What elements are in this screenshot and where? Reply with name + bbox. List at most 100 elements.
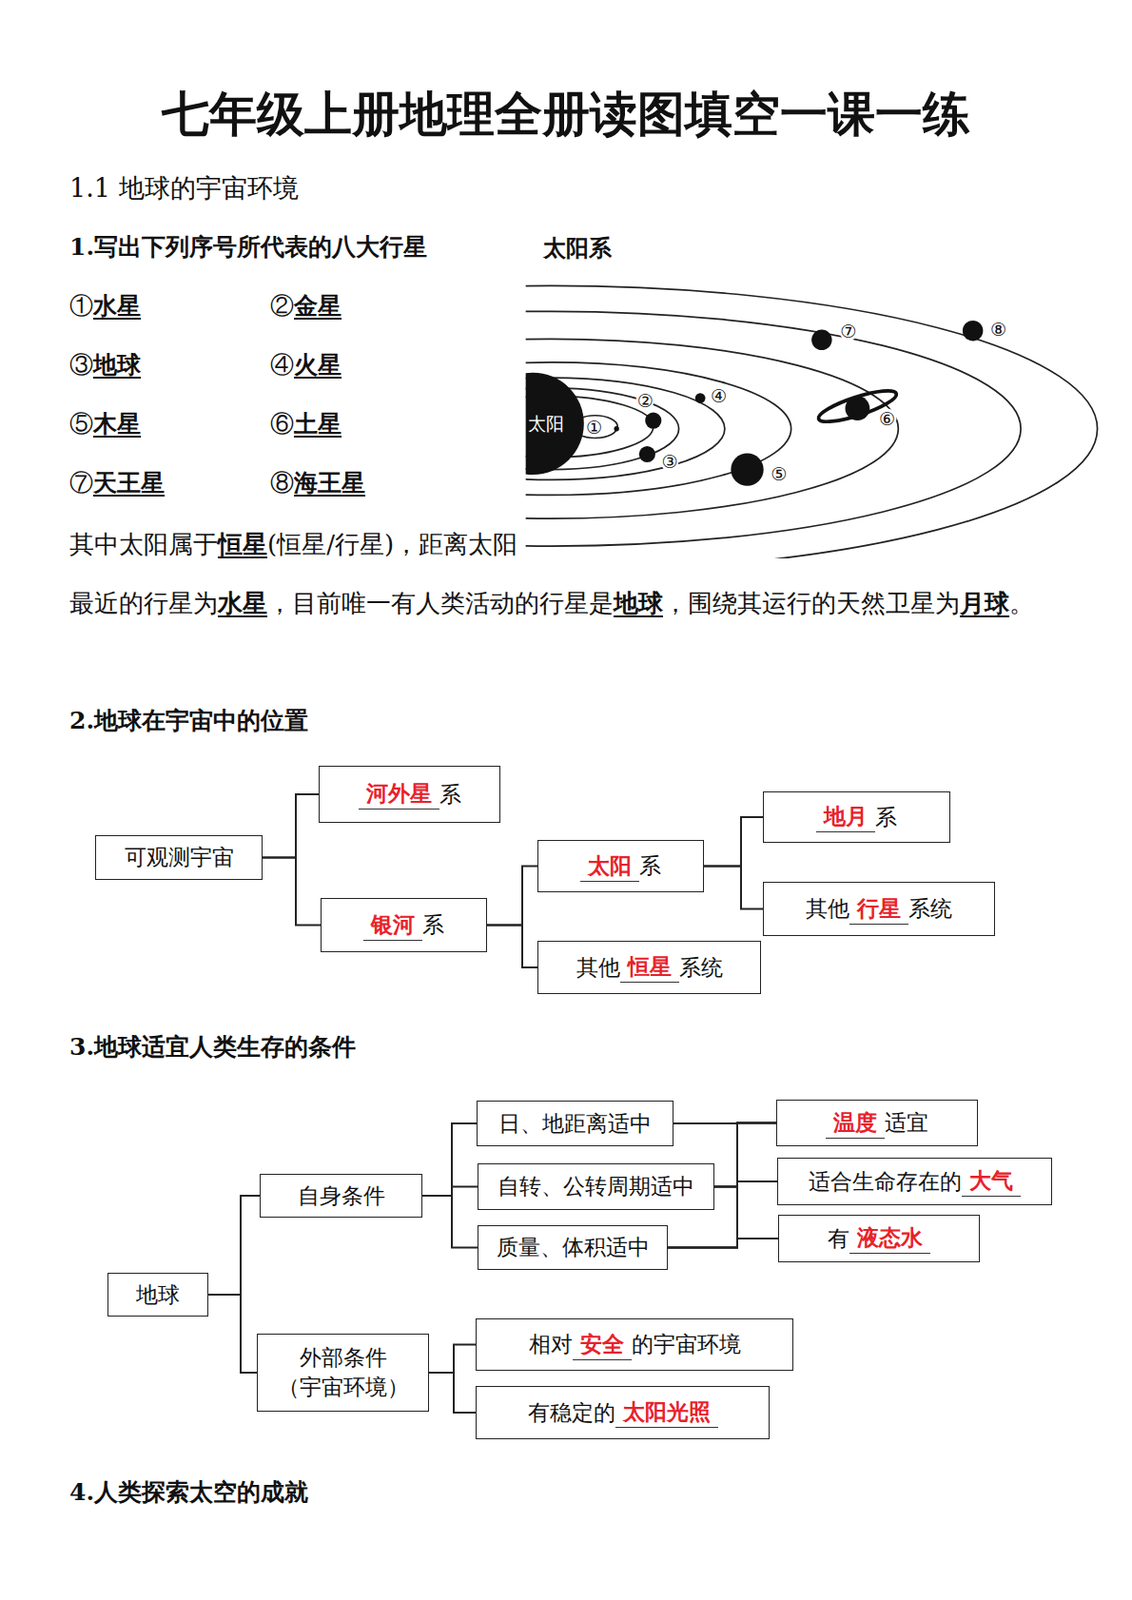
- concept-box: 适合生命存在的大气: [777, 1157, 1053, 1206]
- answer-row: ②金星: [270, 289, 342, 324]
- planet: [644, 412, 662, 430]
- callout-number: ③: [660, 451, 679, 472]
- box-text: 相对: [528, 1329, 573, 1360]
- box-text: 系: [875, 802, 898, 833]
- bracket-connector: [429, 1372, 476, 1413]
- planet: [695, 392, 706, 404]
- answer-text: 木星: [93, 409, 141, 438]
- callout-number: ⑥: [878, 408, 897, 429]
- figure-title: 太阳系: [543, 233, 612, 264]
- answer-row: ③地球: [69, 348, 141, 383]
- bracket-connector: [208, 1294, 257, 1373]
- answer-blank: 大气: [961, 1166, 1021, 1197]
- paragraph-text: ，围绕其运行的天然卫星为: [663, 588, 960, 618]
- callout-number: ⑧: [989, 318, 1008, 339]
- callout-number: ①: [69, 292, 94, 320]
- answer-blank: 银河: [363, 910, 423, 941]
- answer-row: ⑦天王星: [69, 466, 165, 501]
- orbit: [526, 362, 792, 496]
- concept-box: 河外星系: [318, 765, 501, 823]
- concept-box: 有液态水: [778, 1214, 980, 1263]
- box-text: 外部条件 （宇宙环境）: [269, 1343, 417, 1403]
- concept-box: 外部条件 （宇宙环境）: [256, 1333, 430, 1412]
- box-text: 自转、公转周期适中: [497, 1171, 695, 1202]
- paragraph-text: ，目前唯一有人类活动的行星是: [267, 588, 614, 618]
- section-heading: 3.地球适宜人类生存的条件: [69, 1030, 356, 1065]
- paragraph-text: 其中太阳属于: [69, 529, 218, 559]
- bracket-connector: [262, 794, 319, 859]
- section-heading: 2.地球在宇宙中的位置: [69, 703, 309, 739]
- planet-ring: [816, 385, 900, 429]
- callout-number: ⑤: [69, 409, 94, 438]
- answer-blank: 安全: [572, 1329, 632, 1361]
- answer-text: 地球: [93, 351, 141, 379]
- concept-box: 质量、体积适中: [477, 1225, 668, 1270]
- answer-text: 水星: [217, 588, 268, 618]
- callout-number: ⑦: [839, 320, 858, 341]
- callout-number: ⑧: [270, 468, 294, 497]
- box-text: 有稳定的: [527, 1398, 616, 1428]
- answer-text: 月球: [959, 588, 1010, 618]
- box-text: 质量、体积适中: [496, 1232, 650, 1263]
- concept-box: 地球: [107, 1272, 209, 1317]
- box-text: 可观测宇宙: [124, 842, 235, 873]
- bracket-connector: [422, 1195, 478, 1249]
- concept-box: 日、地距离适中: [476, 1100, 674, 1147]
- box-text: 其他: [805, 894, 850, 924]
- box-text: 系统: [679, 953, 723, 983]
- paragraph-text: 。: [1009, 588, 1035, 618]
- box-text: 的宇宙环境: [631, 1329, 742, 1360]
- answer-row: ④火星: [270, 348, 342, 383]
- box-text: 地球: [136, 1280, 180, 1310]
- orbit: [526, 338, 899, 519]
- planet: [639, 446, 656, 463]
- bracket-connector: [429, 1345, 476, 1374]
- float-spacer: [520, 514, 1063, 574]
- box-text: 日、地距离适中: [498, 1109, 652, 1139]
- sun: [526, 372, 585, 475]
- concept-box: 银河系: [320, 897, 488, 953]
- answer-text: 地球: [613, 588, 664, 618]
- box-text: 系: [422, 910, 445, 940]
- box-text: 系统: [908, 894, 953, 924]
- callout-number: ④: [270, 351, 294, 379]
- concept-box: 地月系: [762, 791, 951, 843]
- bracket-connector: [714, 1187, 779, 1240]
- answer-text: 恒星: [217, 529, 268, 559]
- bracket-connector: [262, 858, 321, 926]
- answer-text: 天王星: [93, 468, 165, 497]
- answer-row: ⑤木星: [69, 407, 141, 442]
- bracket-connector: [487, 866, 538, 926]
- answer-text: 土星: [293, 409, 342, 438]
- bracket-connector: [208, 1195, 260, 1295]
- answer-text: 火星: [293, 351, 342, 379]
- concept-box: 温度适宜: [776, 1099, 978, 1147]
- paragraph: 其中太阳属于恒星(恒星/行星)，距离太阳最近的行星为水星，目前唯一有人类活动的行…: [69, 514, 1063, 633]
- answer-blank: 恒星: [620, 952, 680, 983]
- box-text: 其他: [576, 953, 621, 983]
- answer-text: 水星: [93, 292, 141, 320]
- answer-text: 金星: [293, 292, 342, 320]
- concept-box: 自身条件: [259, 1173, 423, 1218]
- callout-number: ⑦: [69, 468, 94, 497]
- callout-number: ①: [585, 416, 604, 437]
- concept-box: 其他恒星系统: [537, 940, 762, 995]
- callout-number: ②: [270, 292, 294, 320]
- orbit: [526, 311, 1021, 547]
- box-text: 有: [827, 1224, 850, 1254]
- planet: [613, 426, 619, 431]
- concept-box: 可观测宇宙: [95, 835, 263, 880]
- box-text: 适宜: [884, 1108, 929, 1138]
- answer-blank: 地月: [816, 801, 876, 833]
- concept-box: 其他行星系统: [762, 881, 996, 937]
- concept-box: 相对安全的宇宙环境: [475, 1318, 794, 1371]
- answer-blank: 液态水: [849, 1223, 931, 1254]
- answer-row: ⑥土星: [270, 407, 342, 442]
- answer-blank: 行星: [849, 894, 909, 925]
- orbit: [526, 285, 1098, 559]
- bracket-connector: [422, 1123, 477, 1196]
- concept-box: 有稳定的太阳光照: [475, 1385, 770, 1440]
- callout-number: ⑤: [769, 463, 788, 484]
- bracket-connector: [703, 866, 763, 910]
